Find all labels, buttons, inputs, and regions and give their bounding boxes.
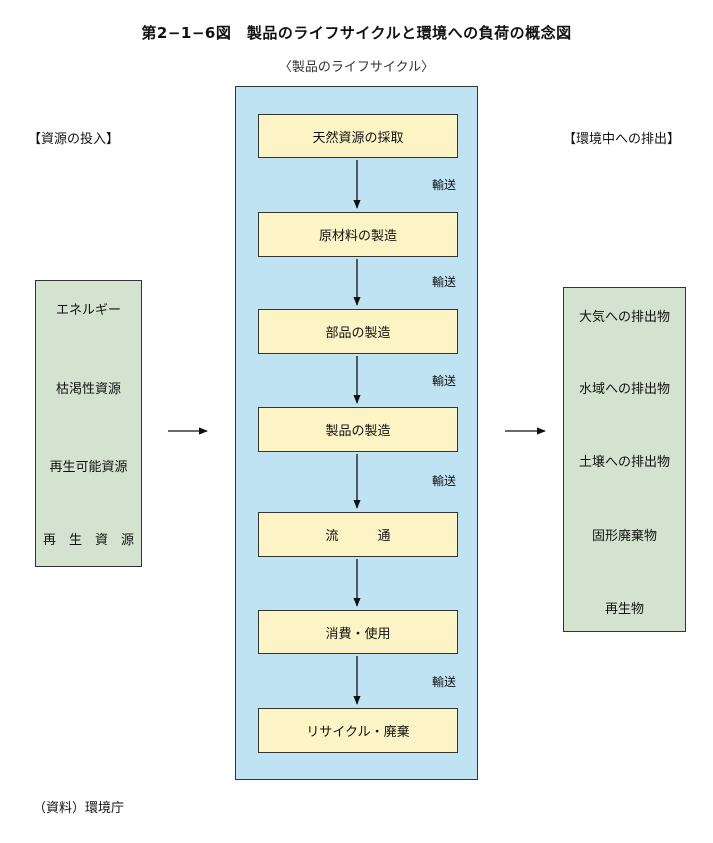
- lifecycle-step: 部品の製造: [258, 309, 458, 354]
- resource-item: 枯渇性資源: [55, 382, 121, 397]
- resource-input-heading: 【資源の投入】: [28, 132, 120, 147]
- transport-label: 輸送: [432, 474, 457, 488]
- emission-item: 再生物: [604, 602, 644, 617]
- lifecycle-step: リサイクル・廃棄: [258, 708, 458, 753]
- figure-subtitle: 〈製品のライフサイクル〉: [278, 60, 435, 75]
- figure-title: 第2−1−6図 製品のライフサイクルと環境への負荷の概念図: [141, 24, 572, 42]
- emission-item: 固形廃棄物: [591, 529, 657, 544]
- emission-item: 土壌への排出物: [578, 455, 670, 470]
- emissions-panel: [563, 287, 686, 632]
- lifecycle-step: 消費・使用: [258, 610, 458, 654]
- source-note: （資料）環境庁: [33, 801, 125, 816]
- emissions-heading: 【環境中への排出】: [563, 132, 681, 147]
- resource-item: 再生可能資源: [49, 460, 128, 475]
- emission-item: 水域への排出物: [578, 382, 670, 397]
- transport-label: 輸送: [432, 374, 457, 388]
- emission-item: 大気への排出物: [578, 310, 670, 325]
- transport-label: 輸送: [432, 275, 457, 289]
- resource-item: 再 生 資 源: [42, 533, 134, 548]
- resource-item: エネルギー: [55, 303, 121, 318]
- transport-label: 輸送: [432, 675, 457, 689]
- transport-label: 輸送: [432, 178, 457, 192]
- lifecycle-step: 流 通: [258, 512, 458, 557]
- lifecycle-step: 原材料の製造: [258, 212, 458, 257]
- lifecycle-step: 製品の製造: [258, 407, 458, 452]
- lifecycle-step: 天然資源の採取: [258, 114, 458, 158]
- resource-input-panel: [35, 280, 142, 567]
